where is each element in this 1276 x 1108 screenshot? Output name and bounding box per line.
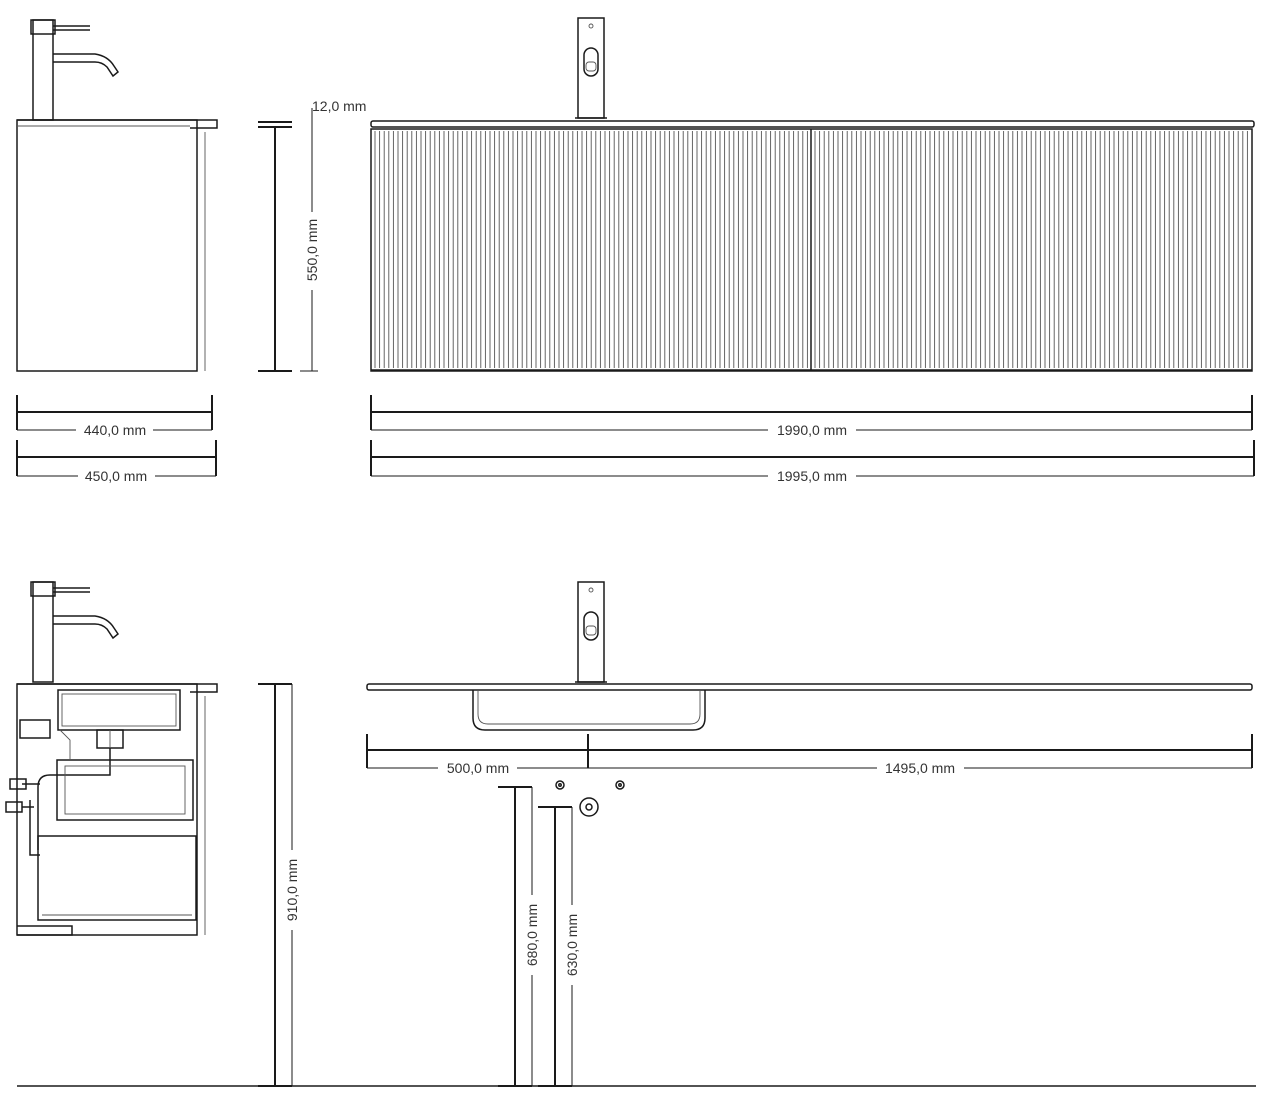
dim-label-front-width-top: 1995,0 mm (777, 468, 847, 484)
dim-basin-offsets: 500,0 mm 1495,0 mm (366, 734, 1253, 776)
dim-mount-height: 910,0 mm (258, 683, 300, 1087)
drawer-upper (56, 759, 194, 821)
dim-side-width: 440,0 mm 450,0 mm (16, 395, 217, 484)
dim-label-countertop-thickness: 12,0 mm (312, 98, 366, 114)
faucet-front-bottom (575, 581, 607, 683)
waste-outlet-icon (579, 797, 599, 817)
drawer-lower (37, 835, 197, 921)
front-view-countertop (366, 581, 1253, 731)
side-section-plumbing (5, 581, 218, 936)
faucet-front-top (575, 17, 607, 119)
fluted-door-pattern (374, 131, 1248, 368)
faucet-side-bottom (30, 581, 120, 683)
dim-label-basin-offset-left: 500,0 mm (447, 760, 509, 776)
dim-label-supply-height: 630,0 mm (564, 914, 580, 976)
basin-section (57, 689, 181, 731)
plumbing-points (555, 780, 625, 817)
supply-point-icon (615, 780, 625, 790)
basin-bowl (472, 690, 706, 731)
dim-label-basin-offset-right: 1495,0 mm (885, 760, 955, 776)
dim-label-mount-height: 910,0 mm (284, 859, 300, 921)
dim-label-front-width-cabinet: 1990,0 mm (777, 422, 847, 438)
cabinet-body-side (16, 119, 198, 372)
faucet-side-top (30, 19, 120, 121)
dim-label-side-depth-top: 450,0 mm (85, 468, 147, 484)
dim-label-cabinet-height: 550,0 mm (304, 219, 320, 281)
dim-label-side-depth-cabinet: 440,0 mm (84, 422, 146, 438)
dim-label-waste-height: 680,0 mm (524, 904, 540, 966)
supply-point-icon (555, 780, 565, 790)
front-view-cabinet (370, 17, 1255, 372)
dim-cabinet-height: 12,0 mm 550,0 mm (258, 98, 366, 372)
dim-front-width: 1990,0 mm 1995,0 mm (370, 395, 1255, 484)
countertop-slab (366, 683, 1253, 691)
dim-waste-supply-heights: 680,0 mm 630,0 mm (498, 786, 580, 1087)
side-view-cabinet (16, 19, 218, 372)
